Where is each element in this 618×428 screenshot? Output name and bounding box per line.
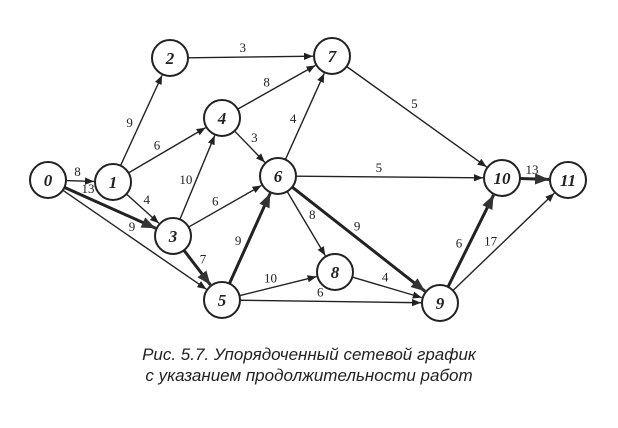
node-circle	[154, 217, 192, 255]
edge-weight-2-7: 3	[240, 40, 247, 55]
edge-weight-8-9: 4	[382, 269, 389, 284]
edge-3-4	[179, 135, 216, 220]
edge-5-6	[228, 192, 272, 285]
edge-6-7	[284, 73, 325, 160]
edge-6-8	[286, 191, 326, 257]
node-10: 10	[483, 159, 521, 197]
node-3: 3	[154, 217, 192, 255]
edge-4-7	[237, 64, 316, 110]
edge-weight-1-3: 4	[143, 192, 150, 207]
node-label: 5	[218, 291, 227, 310]
node-circle	[259, 157, 297, 195]
node-label: 6	[274, 167, 283, 186]
edge-9-11	[452, 192, 555, 292]
edge-weight-1-4: 6	[154, 138, 161, 153]
node-circle	[421, 284, 459, 322]
node-7: 7	[313, 37, 351, 75]
node-label: 9	[436, 294, 445, 313]
edge-10-11	[519, 173, 550, 185]
edge-weight-4-7: 8	[263, 74, 270, 89]
edge-0-1	[65, 177, 95, 185]
node-label: 4	[217, 109, 227, 128]
edge-2-7	[187, 52, 314, 60]
edge-1-2	[119, 74, 163, 166]
edge-weight-7-10: 5	[411, 96, 418, 111]
edge-0-3	[63, 185, 157, 230]
edge-weight-0-1: 8	[74, 164, 81, 179]
edge-1-4	[128, 127, 206, 174]
edge-weight-9-11: 17	[484, 233, 498, 248]
node-circle	[313, 37, 351, 75]
edge-3-5	[182, 249, 212, 286]
edge-0-5	[62, 189, 207, 290]
edge-weight-10-11: 13	[526, 162, 539, 177]
node-circle	[483, 159, 521, 197]
edge-3-6	[188, 184, 262, 228]
edge-weight-3-4: 10	[179, 172, 192, 187]
edge-5-8	[239, 275, 317, 297]
node-circle	[203, 281, 241, 319]
node-4: 4	[203, 99, 241, 137]
node-label: 7	[328, 47, 338, 66]
node-9: 9	[421, 284, 459, 322]
edge-weight-6-8: 8	[309, 207, 316, 222]
node-6: 6	[259, 157, 297, 195]
edge-weight-6-7: 4	[290, 111, 297, 126]
node-label: 2	[165, 49, 175, 68]
node-11: 11	[549, 161, 587, 199]
edge-6-10	[295, 174, 484, 182]
node-circle	[316, 253, 354, 291]
edge-weight-3-6: 6	[212, 193, 219, 208]
node-circle	[549, 161, 587, 199]
node-label: 1	[109, 173, 118, 192]
node-circle	[94, 163, 132, 201]
edge-weight-1-2: 9	[126, 115, 133, 130]
node-0: 0	[29, 161, 67, 199]
edge-weight-6-10: 5	[376, 160, 383, 175]
edge-6-9	[291, 185, 426, 293]
node-label: 0	[44, 171, 53, 190]
edge-5-9	[239, 299, 422, 307]
node-2: 2	[151, 39, 189, 77]
caption-line-2: с указанием продолжительности работ	[145, 366, 473, 385]
node-1: 1	[94, 163, 132, 201]
edge-weight-5-6: 9	[235, 233, 242, 248]
node-label: 8	[331, 263, 340, 282]
edge-weight-0-3: 13	[82, 181, 95, 196]
edge-weight-0-5: 9	[129, 219, 136, 234]
node-8: 8	[316, 253, 354, 291]
edge-weight-5-9: 6	[317, 284, 324, 299]
node-label: 11	[560, 171, 576, 190]
edge-4-6	[233, 130, 266, 163]
edge-weight-6-9: 9	[354, 218, 361, 233]
node-label: 10	[494, 169, 512, 188]
edge-weight-9-10: 6	[456, 235, 463, 250]
edge-weight-5-8: 10	[264, 271, 277, 286]
edge-7-10	[346, 65, 487, 168]
edge-weight-4-6: 3	[251, 130, 258, 145]
edge-1-3	[125, 193, 160, 224]
caption-line-1: Рис. 5.7. Упорядоченный сетевой график	[142, 345, 476, 364]
node-circle	[29, 161, 67, 199]
node-5: 5	[203, 281, 241, 319]
node-circle	[203, 99, 241, 137]
edge-weight-3-5: 7	[200, 252, 207, 267]
node-circle	[151, 39, 189, 77]
node-label: 3	[168, 227, 178, 246]
edge-9-10	[446, 194, 495, 288]
edge-8-9	[352, 276, 422, 299]
